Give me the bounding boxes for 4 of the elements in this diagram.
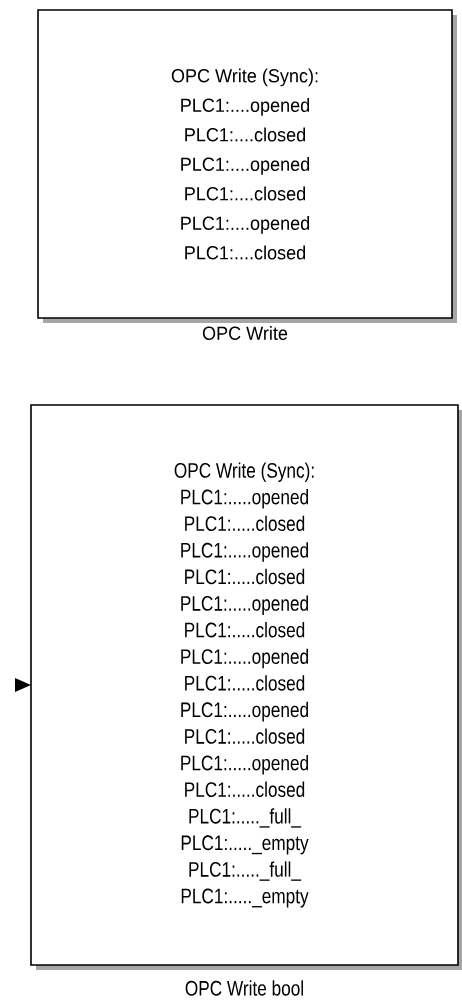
block-caption: OPC Write <box>202 326 288 340</box>
block: OPC Write (Sync): PLC1:.....opened PLC1:.....closed PLC1:.....opened PLC1:.....closed PLC1:.....opened PLC1:.....closed PLC1:.....opened PLC1:.....closed PLC1:.....opened PLC1:.....closed PLC1:.....opened PLC1:.....closed PLC1:....._full_ PLC1:....._empty PLC1:....._full_ PLC1:....._empty <box>30 404 462 970</box>
block-caption: OPC Write bool <box>185 980 303 996</box>
block: OPC Write (Sync): PLC1:....opened PLC1:....closed PLC1:....opened PLC1:....closed PLC1:....opened PLC1:....closed <box>37 9 457 323</box>
